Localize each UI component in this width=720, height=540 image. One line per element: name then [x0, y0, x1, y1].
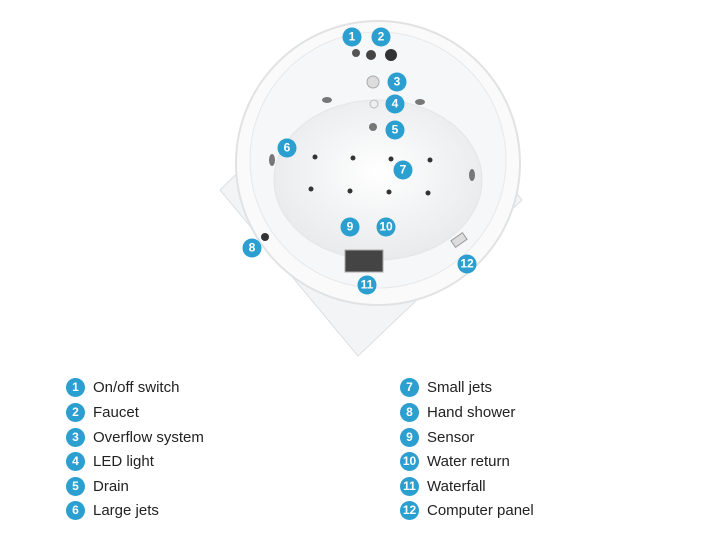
- legend-item: 12 Computer panel: [400, 499, 534, 521]
- legend-badge: 4: [66, 451, 85, 471]
- legend-badge: 10: [400, 451, 419, 471]
- marker-10: 10: [376, 217, 396, 237]
- legend-label: Water return: [427, 452, 510, 470]
- large-jets: [269, 97, 475, 181]
- legend-item: 3 Overflow system: [66, 426, 204, 448]
- waterfall: [344, 249, 384, 273]
- marker-8: 8: [242, 238, 262, 258]
- legend-label: On/off switch: [93, 378, 180, 396]
- legend-badge: 7: [400, 377, 419, 397]
- legend-label: Large jets: [93, 501, 159, 519]
- legend-badge: 6: [66, 500, 85, 520]
- legend-label: Waterfall: [427, 477, 486, 495]
- legend-badge: 1: [66, 377, 85, 397]
- legend-label: Overflow system: [93, 428, 204, 446]
- legend-badge: 11: [400, 476, 419, 496]
- legend-badge: 8: [400, 402, 419, 422]
- legend-item: 5 Drain: [66, 475, 129, 497]
- legend-item: 4 LED light: [66, 450, 154, 472]
- legend-badge: 12: [400, 500, 419, 520]
- legend-label: Drain: [93, 477, 129, 495]
- legend-label: Hand shower: [427, 403, 516, 421]
- computer-panel: [450, 232, 468, 248]
- legend-item: 9 Sensor: [400, 426, 475, 448]
- tub-basin: [273, 99, 483, 261]
- legend-item: 8 Hand shower: [400, 401, 515, 423]
- legend-item: 6 Large jets: [66, 499, 159, 521]
- legend-label: Computer panel: [427, 501, 534, 519]
- marker-1: 1: [342, 27, 362, 47]
- bathtub-illustration: [219, 20, 523, 357]
- marker-2: 2: [371, 27, 391, 47]
- legend-badge: 9: [400, 427, 419, 447]
- marker-11: 11: [357, 275, 377, 295]
- legend-item: 7 Small jets: [400, 376, 492, 398]
- legend-badge: 3: [66, 427, 85, 447]
- hand-shower: [261, 233, 269, 241]
- marker-9: 9: [340, 217, 360, 237]
- legend-item: 2 Faucet: [66, 401, 139, 423]
- marker-12: 12: [457, 254, 477, 274]
- marker-4: 4: [385, 94, 405, 114]
- marker-5: 5: [385, 120, 405, 140]
- legend-item: 10 Water return: [400, 450, 510, 472]
- marker-3: 3: [387, 72, 407, 92]
- legend-label: Sensor: [427, 428, 475, 446]
- legend-label: Small jets: [427, 378, 493, 396]
- legend-badge: 2: [66, 402, 85, 422]
- legend-label: LED light: [93, 452, 154, 470]
- marker-7: 7: [393, 160, 413, 180]
- small-jets: [308, 154, 433, 196]
- legend-label: Faucet: [93, 403, 139, 421]
- legend-badge: 5: [66, 476, 85, 496]
- marker-6: 6: [277, 138, 297, 158]
- legend-item: 11 Waterfall: [400, 475, 486, 497]
- controls: [352, 49, 397, 131]
- legend-item: 1 On/off switch: [66, 376, 179, 398]
